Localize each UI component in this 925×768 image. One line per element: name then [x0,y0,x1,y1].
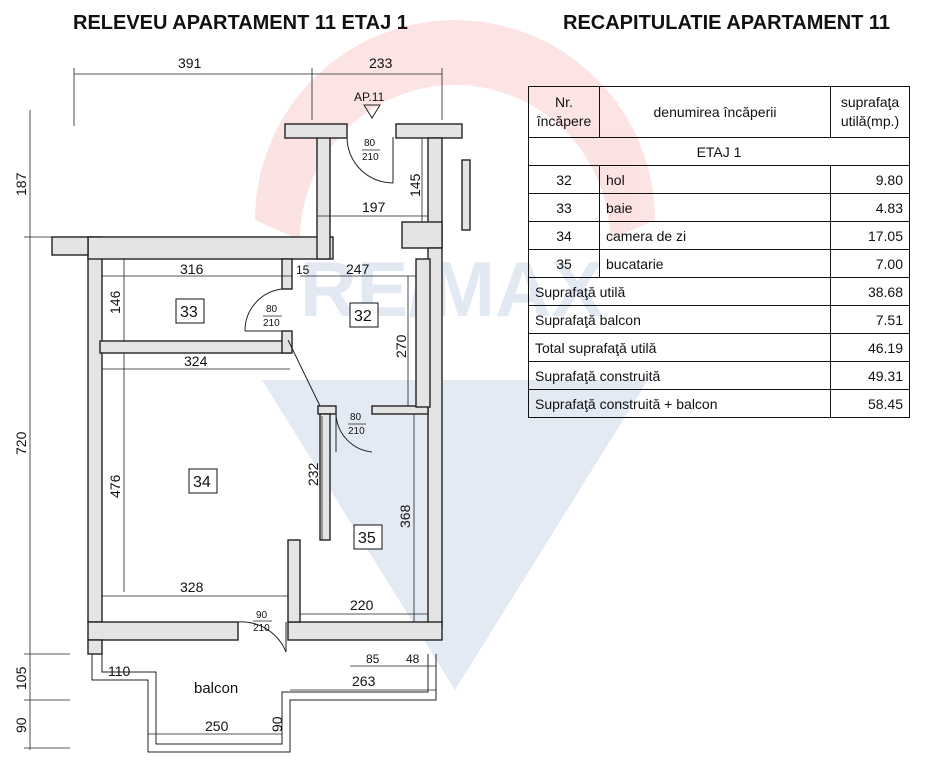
table-row: 33 baie 4.83 [528,193,910,222]
total-row: Suprafaţă construită 49.31 [528,361,910,390]
table-title: RECAPITULATIE APARTAMENT 11 [563,12,891,34]
svg-text:80: 80 [350,412,362,423]
dim-324: 324 [184,353,208,369]
dim-476: 476 [107,474,123,498]
kitchen-door: 80 210 [335,412,373,453]
table-row: 35 bucatarie 7.00 [528,249,910,278]
svg-text:80: 80 [266,304,278,315]
balcony-door: 90 210 [237,610,287,653]
balcony-outline [91,654,437,753]
dim-105: 105 [13,666,29,690]
total-row: Total suprafaţă utilă 46.19 [528,333,910,362]
dim-368: 368 [397,504,413,528]
dim-232: 232 [305,462,321,486]
total-row: Suprafaţă construită + balcon 58.45 [528,389,910,418]
total-row: Suprafaţă utilă 38.68 [528,277,910,306]
dim-85: 85 [366,652,380,666]
header-nr: Nr. încăpere [528,86,600,138]
dimension-labels: 391 233 187 720 105 90 197 145 316 15 24… [13,55,423,734]
baie-door: 80 210 [244,288,283,332]
header-area: suprafaţa utilă(mp.) [830,86,910,138]
dim-15: 15 [296,263,310,277]
table-header-row: Nr. încăpere denumirea încăperii suprafa… [528,86,910,138]
dimension-lines [24,68,443,752]
floor-row: ETAJ 1 [528,137,910,166]
svg-text:90: 90 [256,610,268,621]
table-row: 32 hol 9.80 [528,165,910,194]
dim-328: 328 [180,579,204,595]
total-row: Suprafaţă balcon 7.51 [528,305,910,334]
balcony-label: balcon [194,680,238,697]
svg-text:80: 80 [364,138,376,149]
dim-233: 233 [369,55,393,71]
dim-316: 316 [180,261,204,277]
room-35-label: 35 [358,530,376,547]
dim-220: 220 [350,597,374,613]
dim-391: 391 [178,55,202,71]
svg-text:210: 210 [263,318,280,329]
room-33-label: 33 [180,304,198,321]
dim-250: 250 [205,718,229,734]
dim-187: 187 [13,172,29,196]
dim-247: 247 [346,261,370,277]
dim-263: 263 [352,673,376,689]
room-labels: 33 32 34 35 balcon [175,298,383,697]
svg-text:210: 210 [348,426,365,437]
room-34-label: 34 [193,474,211,491]
walls [51,123,471,655]
header-name: denumirea încăperii [599,86,831,138]
floor-label: ETAJ 1 [528,137,910,166]
plan-title: RELEVEU APARTAMENT 11 ETAJ 1 [73,12,408,34]
dim-48: 48 [406,652,420,666]
dim-145: 145 [407,173,423,197]
watermark-logo: RE/MAX [255,20,655,690]
dim-90: 90 [13,717,29,733]
room-32-label: 32 [354,308,372,325]
table-row: 34 camera de zi 17.05 [528,221,910,250]
recap-table: Nr. încăpere denumirea încăperii suprafa… [528,86,910,418]
svg-text:AP.11: AP.11 [354,90,385,104]
dim-270: 270 [393,334,409,358]
svg-text:210: 210 [253,623,270,634]
dim-146: 146 [107,290,123,314]
dim-110: 110 [108,663,131,679]
dim-720: 720 [13,431,29,455]
apartment-marker: AP.11 [354,90,385,119]
dim-197: 197 [362,199,386,215]
dim-90-balcony: 90 [269,716,285,732]
svg-text:210: 210 [362,152,379,163]
entry-door: 80 210 [346,136,394,184]
hall-opening-line [287,339,321,407]
